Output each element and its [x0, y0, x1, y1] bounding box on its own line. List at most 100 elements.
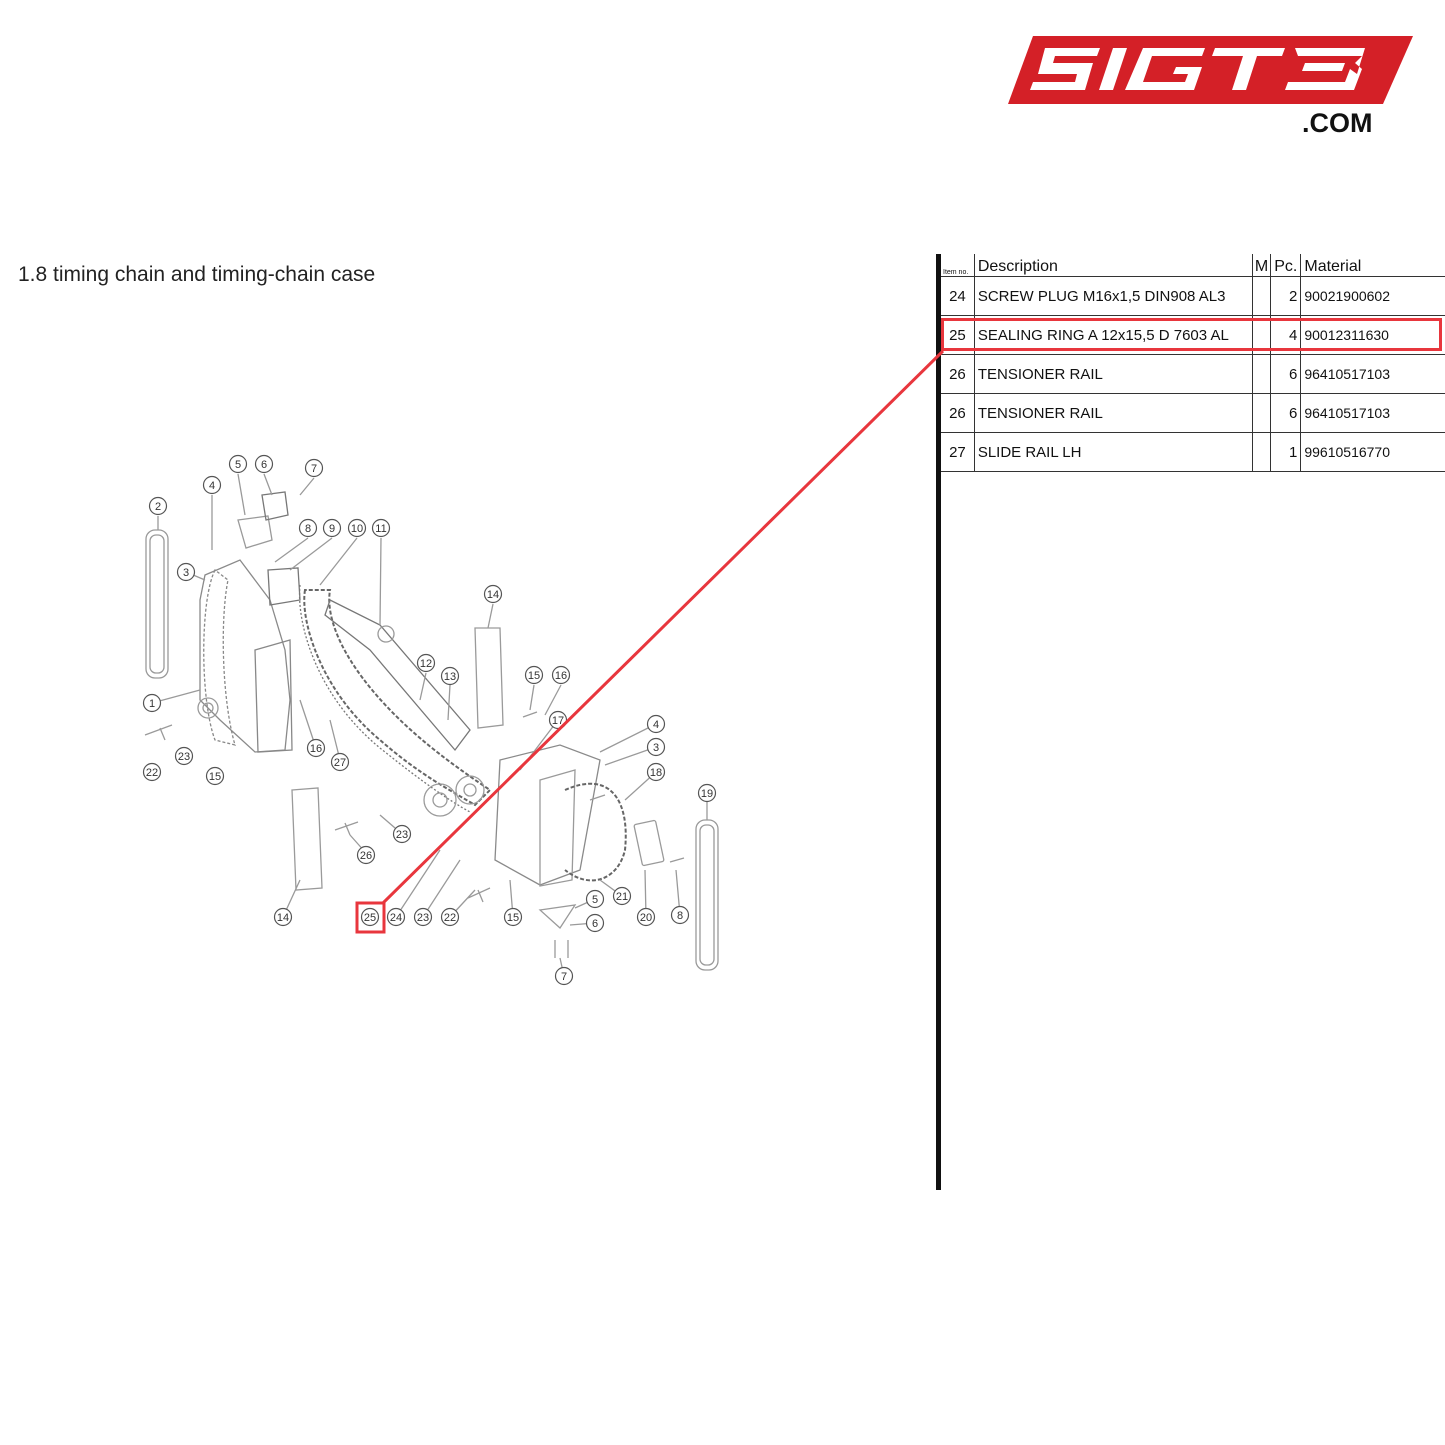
- cell-pc: 4: [1270, 315, 1302, 355]
- callout-4: 4: [202, 475, 222, 495]
- callout-label: 6: [592, 918, 598, 930]
- cell-description: SEALING RING A 12x15,5 D 7603 AL: [974, 315, 1253, 355]
- chain-left: [203, 569, 236, 746]
- callout-23: 23: [413, 907, 433, 927]
- callout-8: 8: [298, 518, 318, 538]
- cell-material: 96410517103: [1304, 366, 1391, 382]
- callout-1: 1: [142, 693, 162, 713]
- callout-10: 10: [347, 518, 367, 538]
- callout-4: 4: [646, 714, 666, 734]
- callout-19: 19: [697, 783, 717, 803]
- cell-item: 25: [941, 315, 975, 355]
- table-row[interactable]: 26 TENSIONER RAIL 6 96410517103: [941, 393, 1445, 433]
- gasket-left: [145, 529, 169, 679]
- callout-5: 5: [228, 454, 248, 474]
- callout-label: 15: [209, 771, 221, 783]
- callout-label: 2: [155, 501, 161, 513]
- callout-label: 7: [561, 971, 567, 983]
- callout-label: 26: [360, 850, 372, 862]
- callout-label: 10: [351, 523, 363, 535]
- callout-label: 24: [390, 912, 402, 924]
- header-m: M: [1252, 254, 1272, 277]
- callout-label: 15: [507, 912, 519, 924]
- callout-label: 5: [235, 459, 241, 471]
- table-header-row: Item no. Description M Pc. Material: [941, 254, 1445, 277]
- sigt3-logo: [1008, 36, 1413, 104]
- cell-item: 26: [941, 393, 975, 433]
- callout-14: 14: [273, 907, 293, 927]
- callout-5: 5: [585, 889, 605, 909]
- cell-pc: 2: [1270, 276, 1302, 316]
- callout-label: 8: [677, 910, 683, 922]
- cell-pc: 6: [1270, 393, 1302, 433]
- callout-label: 14: [487, 589, 499, 601]
- callout-label: 11: [375, 523, 386, 535]
- callout-15: 15: [503, 907, 523, 927]
- callout-label: 6: [261, 459, 267, 471]
- header-description: Description: [974, 254, 1253, 277]
- callout-label: 23: [396, 829, 408, 841]
- logo-domain: .COM: [1302, 108, 1373, 138]
- callout-14: 14: [483, 584, 503, 604]
- callout-22: 22: [440, 907, 460, 927]
- callout-11: 11: [371, 518, 391, 538]
- callout-label: 16: [310, 743, 322, 755]
- table-row[interactable]: 27 SLIDE RAIL LH 1 99610516770: [941, 432, 1445, 472]
- callout-9: 9: [322, 518, 342, 538]
- callout-label: 4: [653, 719, 659, 731]
- table-row[interactable]: 24 SCREW PLUG M16x1,5 DIN908 AL3 2 90021…: [941, 276, 1445, 316]
- callout-27: 27: [330, 752, 350, 772]
- callout-label: 16: [555, 670, 567, 682]
- table-row[interactable]: 26 TENSIONER RAIL 6 96410517103: [941, 354, 1445, 394]
- callout-3: 3: [176, 562, 196, 582]
- callout-label: 15: [528, 670, 540, 682]
- callout-16: 16: [551, 665, 571, 685]
- callout-label: 21: [616, 891, 628, 903]
- callout-label: 22: [146, 767, 158, 779]
- callout-21: 21: [612, 886, 632, 906]
- callout-label: 13: [444, 671, 456, 683]
- cell-item: 27: [941, 432, 975, 472]
- callout-2: 2: [148, 496, 168, 516]
- cell-description: SLIDE RAIL LH: [974, 432, 1253, 472]
- callout-label: 20: [640, 912, 652, 924]
- callout-23: 23: [392, 824, 412, 844]
- cell-description: TENSIONER RAIL: [974, 393, 1253, 433]
- callout-label: 22: [444, 912, 456, 924]
- callout-18: 18: [646, 762, 666, 782]
- callout-25: 25: [360, 907, 380, 927]
- callout-24: 24: [386, 907, 406, 927]
- callout-label: 9: [329, 523, 335, 535]
- callout-label: 23: [178, 751, 190, 763]
- callout-label: 18: [650, 767, 662, 779]
- callout-20: 20: [636, 907, 656, 927]
- cell-material: 96410517103: [1304, 405, 1391, 421]
- table-row-highlighted[interactable]: 25 SEALING RING A 12x15,5 D 7603 AL 4 90…: [941, 315, 1445, 355]
- cell-description: TENSIONER RAIL: [974, 354, 1253, 394]
- cell-material: 90012311630: [1304, 327, 1389, 343]
- callout-8: 8: [670, 905, 690, 925]
- callout-label: 25: [364, 912, 376, 924]
- callout-3: 3: [646, 737, 666, 757]
- callout-label: 23: [417, 912, 429, 924]
- cell-m: [1252, 315, 1272, 355]
- callout-label: 8: [305, 523, 311, 535]
- callout-label: 7: [311, 463, 317, 475]
- callout-6: 6: [254, 454, 274, 474]
- callout-23: 23: [174, 746, 194, 766]
- callout-7: 7: [304, 458, 324, 478]
- callout-13: 13: [440, 666, 460, 686]
- parts-table: Item no. Description M Pc. Material 24 S…: [941, 254, 1445, 472]
- callout-label: 14: [277, 912, 289, 924]
- callout-label: 3: [653, 742, 659, 754]
- header-material: Material: [1304, 258, 1362, 275]
- callout-15: 15: [205, 766, 225, 786]
- cell-m: [1252, 393, 1272, 433]
- cell-m: [1252, 276, 1272, 316]
- callout-26: 26: [356, 845, 376, 865]
- gasket-right: [695, 819, 719, 971]
- housing-left: [199, 559, 291, 753]
- cell-item: 24: [941, 276, 975, 316]
- callout-label: 19: [701, 788, 713, 800]
